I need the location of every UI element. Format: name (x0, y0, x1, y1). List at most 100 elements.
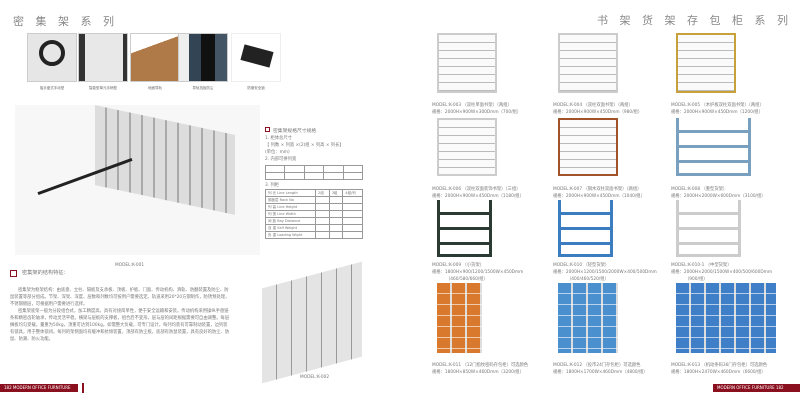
model-caption: MODEL:K-002 (300, 375, 330, 380)
spec-cell (328, 224, 344, 232)
spec-cell (315, 196, 330, 204)
footer-bar: 182 MODERN OFFICE FURNITURE (0, 384, 78, 392)
spec-cell (342, 224, 363, 232)
spec-row: 自 重 Self Weight (264, 224, 363, 232)
product-image (437, 283, 482, 353)
model-caption: MODEL:K-001 (115, 263, 145, 268)
spec-line: 3. 列柜 (265, 183, 280, 188)
spec-cell (328, 203, 344, 211)
product-spec: （900/组） (685, 277, 708, 282)
detail-caption: 导轨挡板防尘 (192, 86, 214, 90)
spec-cell: 3组 (328, 189, 344, 197)
spec-cell: 负 重 Loading Wight (264, 231, 317, 239)
right-page-title: 书 架 货 架 存 包 柜 系 列 (597, 14, 792, 27)
spec-line: 1. 柜体总尺寸 (265, 136, 292, 141)
product-model: MODEL:K-006 （双柱双面装饰书架）（三组） (432, 187, 521, 192)
product-image (558, 283, 618, 353)
spec-line: 2. 内部可拼列宽 (265, 157, 297, 162)
product-caption: MODEL:K-010-1 （中型货架） 规格：2000H×2000/1500W×… (671, 262, 772, 283)
spec-title: 密集架规格尺寸规格 (273, 129, 317, 134)
product-caption: MODEL:K-006 （双柱双面装饰书架）（三组） 规格：2000H×900W×… (432, 186, 524, 200)
product-spec: 规格：2000H×900W×450Dmm（1180/组） (432, 194, 524, 199)
rail-photo (130, 33, 180, 82)
spec-cell (315, 210, 330, 218)
product-caption: MODEL:K-011 （12门指纹密码存包柜）可选颜色规格：1800H×850… (432, 362, 528, 376)
spec-cell (328, 217, 344, 225)
product-image (437, 200, 492, 257)
spec-cell: 搁板层 Rack No (264, 196, 317, 204)
spec-cell (328, 210, 344, 218)
product-model: MODEL:K-007 （钢木双柱双面书架）（两组） (553, 187, 642, 192)
paragraph: 密集架底架一般为分段组合式，加工精度高，具有对接简单性，便于安全运输和安装。传动… (10, 309, 230, 342)
product-model: MODEL:K-011 （12门指纹密码存包柜）可选颜色 (432, 363, 529, 368)
spec-cell (315, 203, 330, 211)
product-image (558, 200, 613, 257)
product-model: MODEL:K-009 （小货架） (432, 263, 484, 268)
spec-cell (342, 203, 363, 211)
spec-cell (342, 217, 363, 225)
product-spec: 规格：2000H×2000/1500W×400/500/600Dmm (671, 270, 773, 275)
spec-cell: 自 重 Self Weight (264, 224, 317, 232)
spec-cell: 4组/列 (342, 189, 363, 197)
handwheel-photo (27, 33, 77, 82)
lock-photo (231, 33, 281, 82)
product-caption: MODEL:K-007 （钢木双柱双面书架）（两组） 规格：2000H×900W×… (553, 186, 645, 200)
left-page-title: 密 集 架 系 列 (13, 15, 118, 28)
product-image (437, 118, 497, 176)
product-image (676, 33, 736, 93)
spec-cell: 列 长 Line Length (264, 189, 317, 197)
product-spec: 规格：2000H×2000W×600Dmm（3100/组） (671, 194, 766, 199)
product-spec: （460/580/660/组） (446, 277, 488, 282)
spec-cell (342, 196, 363, 204)
product-model: MODEL:K-005 （木护板双柱双面书架）（两组） (671, 103, 764, 108)
product-model: MODEL:K-010-1 （中型货架） (671, 263, 732, 268)
product-model: MODEL:K-010 （轻型货架） (553, 263, 610, 268)
spec-line: 【 列数 × 列宽 ×(2)组 × 列高 × 列长】 (265, 143, 344, 148)
spec-cell (315, 231, 330, 239)
spec-panel: 密集架规格尺寸规格 1. 柜体总尺寸 【 列数 × 列宽 ×(2)组 × 列高 … (264, 127, 375, 239)
product-caption: MODEL:K-005 （木护板双柱双面书架）（两组） 规格：2000H×900W… (671, 102, 764, 116)
product-model: MODEL:K-004 （双柱双面书架）（两组） (553, 103, 633, 108)
product-caption: MODEL:K-008 （重型货架）规格：2000H×2000W×600Dmm（… (671, 186, 766, 200)
product-caption: MODEL:K-009 （小货架）规格：1800H×900/1200/1500W… (432, 262, 523, 283)
footer-divider (82, 383, 84, 393)
detail-caption: 防倒安全锁 (247, 86, 265, 90)
product-spec: 规格：2000H×900W×450Dmm（1040/组） (553, 194, 645, 199)
section-title: 密集架的结构特征： (22, 270, 69, 276)
spec-row: 负 重 Loading Wight (264, 231, 363, 239)
spec-cell (328, 196, 344, 204)
product-image (676, 118, 751, 176)
detail-caption: 摇手盘式手动型 (39, 86, 65, 90)
product-image (676, 200, 741, 257)
product-image (558, 118, 618, 176)
detail-caption: 地面导轨 (148, 86, 162, 90)
spec-row: 间 距 Bay Distance (264, 217, 363, 225)
spec-row: 列 宽 Line Width (264, 210, 363, 218)
spec-cell: 2组 (315, 189, 330, 197)
product-model: MODEL:K-003 （双柱单面书架）（两组） (432, 103, 512, 108)
checkbox-icon (10, 270, 17, 277)
product-spec: 规格：1800H×850W×460Dmm（3200/组） (432, 370, 524, 375)
product-caption: MODEL:K-003 （双柱单面书架）（两组） 规格：2000H×900W×30… (432, 102, 521, 116)
spec-row: 搁板层 Rack No (264, 196, 363, 204)
product-spec: 规格：2000H×1200/1500/2000W×400/500Dmm (553, 270, 657, 275)
product-caption: MODEL:K-010 （轻型货架） 规格：2000H×1200/1500/200… (553, 262, 657, 283)
handle-photo (78, 33, 128, 82)
product-caption: MODEL:K-004 （双柱双面书架）（两组） 规格：2000H×900W×45… (553, 102, 642, 116)
product-caption: MODEL:K-012 （投币24门存包柜）可选颜色规格：1800H×1700W… (553, 362, 648, 376)
spec-row: 列 高 Line Height (264, 203, 363, 211)
paragraph: 密集架为框架结构：由底盘、立柱、隔板及支承板、顶板、护板、门面、传动机构、滑轨、… (10, 288, 230, 307)
spec-cell (315, 224, 330, 232)
product-spec: 规格：2000H×900W×300Dmm（700/组） (432, 110, 522, 115)
product-model: MODEL:K-012 （投币24门存包柜）可选颜色 (553, 363, 641, 368)
product-spec: 规格：2000H×900W×450Dmm（980/组） (553, 110, 643, 115)
product-image (437, 33, 497, 93)
spec-cell (328, 231, 344, 239)
spec-cell: 间 距 Bay Distance (264, 217, 317, 225)
detail-caption: 智能型单元手柄型 (89, 86, 117, 90)
product-spec: 规格：2000H×900W×450Dmm（1200/组） (671, 110, 763, 115)
spec-cell: 列 宽 Line Width (264, 210, 317, 218)
product-spec: 规格：1800H×2470W×460Dmm（6600/组） (671, 370, 766, 375)
